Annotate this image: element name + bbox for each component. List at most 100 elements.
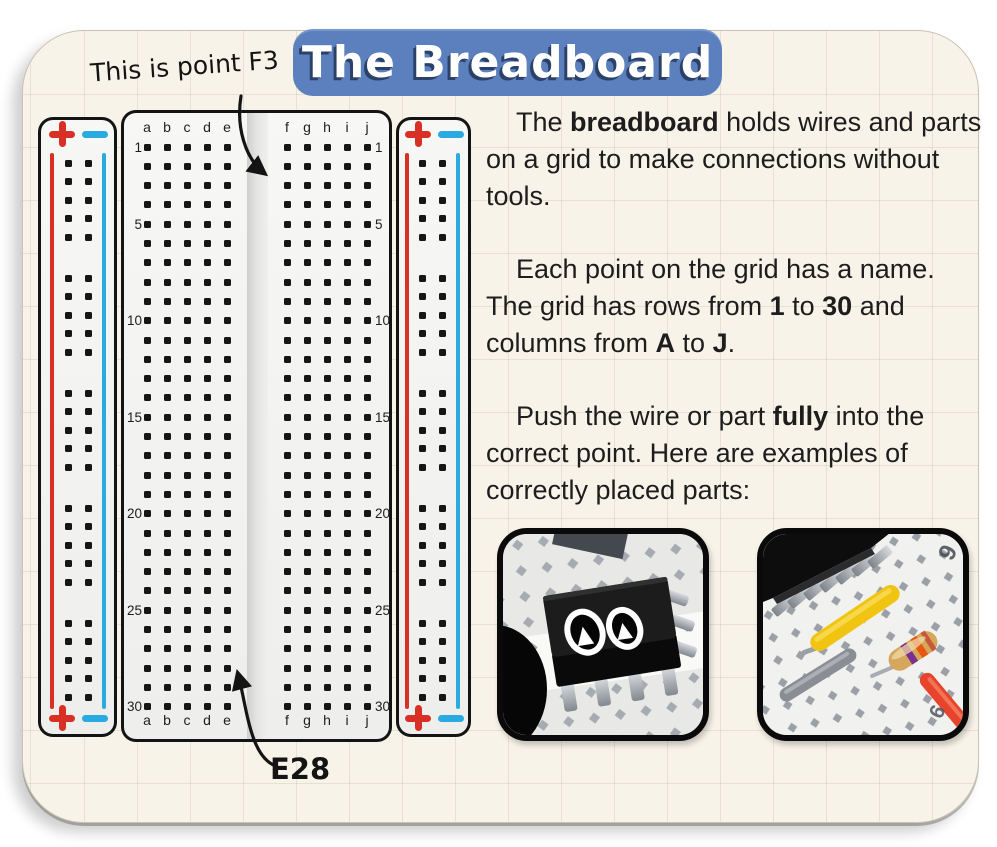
grid-hole xyxy=(343,664,351,672)
rail-hole xyxy=(418,389,426,397)
grid-hole xyxy=(143,490,151,498)
grid-hole xyxy=(323,201,331,209)
grid-hole xyxy=(223,182,231,190)
rail-hole xyxy=(418,445,426,452)
grid-hole xyxy=(223,278,231,286)
grid-hole xyxy=(223,201,231,209)
row-number-left-15: 15 xyxy=(126,409,142,425)
breadboard-right-power-rail xyxy=(396,117,471,737)
rail-hole xyxy=(64,178,72,185)
rail-hole xyxy=(438,408,446,415)
column-label-c: c xyxy=(183,119,191,135)
positive-rail-line xyxy=(50,153,54,709)
grid-hole xyxy=(343,201,351,209)
grid-hole xyxy=(203,394,211,402)
rail-hole xyxy=(64,504,72,512)
grid-hole xyxy=(283,220,291,228)
grid-hole xyxy=(343,510,351,518)
grid-hole xyxy=(323,471,331,479)
column-label-h: h xyxy=(323,712,331,728)
rail-hole xyxy=(438,293,446,300)
grid-hole xyxy=(343,375,351,383)
grid-hole xyxy=(343,433,351,440)
rail-hole xyxy=(64,215,72,222)
grid-hole xyxy=(203,413,211,421)
grid-hole xyxy=(303,201,311,209)
grid-hole xyxy=(203,259,211,267)
column-label-d: d xyxy=(203,119,211,135)
grid-hole xyxy=(303,645,311,653)
grid-hole xyxy=(163,645,171,653)
grid-hole xyxy=(323,355,331,363)
grid-hole xyxy=(183,375,191,383)
grid-hole xyxy=(303,664,311,672)
plus-symbol xyxy=(47,119,77,149)
grid-hole xyxy=(363,375,371,383)
grid-hole xyxy=(343,162,351,170)
minus-symbol xyxy=(82,130,108,138)
rail-hole xyxy=(418,523,426,530)
column-label-a: a xyxy=(143,119,151,135)
grid-hole xyxy=(203,626,211,633)
column-label-b: b xyxy=(163,712,171,728)
rail-hole xyxy=(64,656,72,664)
grid-hole xyxy=(323,259,331,267)
grid-hole xyxy=(283,278,291,286)
rail-hole xyxy=(64,638,72,645)
grid-hole xyxy=(363,240,371,247)
rail-hole xyxy=(64,523,72,530)
grid-hole xyxy=(343,529,351,537)
grid-hole xyxy=(163,143,171,151)
row-number-left-10: 10 xyxy=(126,313,142,329)
grid-hole xyxy=(143,510,151,518)
rail-hole xyxy=(438,274,446,282)
grid-hole xyxy=(163,683,171,691)
rail-hole xyxy=(418,274,426,282)
rail-hole xyxy=(84,638,92,645)
grid-hole xyxy=(363,452,371,460)
rail-hole xyxy=(418,408,426,415)
grid-hole xyxy=(323,510,331,518)
rail-hole xyxy=(84,348,92,356)
grid-hole xyxy=(183,297,191,305)
grid-hole xyxy=(223,162,231,170)
rail-hole xyxy=(84,233,92,241)
grid-hole xyxy=(163,413,171,421)
rail-hole xyxy=(84,656,92,664)
grid-hole xyxy=(323,703,331,711)
grid-hole xyxy=(143,259,151,267)
grid-hole xyxy=(343,606,351,614)
resistor xyxy=(870,630,938,678)
wires-photo-illustration: 9 6 xyxy=(763,534,963,735)
grid-hole xyxy=(343,336,351,344)
row-number-left-1: 1 xyxy=(134,139,142,155)
column-label-h: h xyxy=(323,119,331,135)
grid-hole xyxy=(203,606,211,614)
grid-hole xyxy=(303,510,311,518)
grid-hole xyxy=(203,162,211,170)
paragraph: Each point on the grid has a name. The g… xyxy=(486,254,935,358)
grid-hole xyxy=(283,259,291,267)
rail-hole xyxy=(418,560,426,567)
grid-hole xyxy=(303,683,311,691)
grid-hole xyxy=(323,413,331,421)
grid-hole xyxy=(283,182,291,190)
title-banner: The Breadboard xyxy=(293,29,722,96)
grid-hole xyxy=(343,626,351,633)
grid-hole xyxy=(323,568,331,576)
rail-hole xyxy=(438,463,446,471)
grid-hole xyxy=(143,394,151,402)
rail-hole xyxy=(84,293,92,300)
grid-hole xyxy=(283,336,291,344)
grid-hole xyxy=(203,297,211,305)
rail-hole xyxy=(84,560,92,567)
grid-hole xyxy=(343,394,351,402)
dip-chip-with-eyes xyxy=(542,576,697,712)
grid-hole xyxy=(203,143,211,151)
column-label-b: b xyxy=(163,119,171,135)
row-number-right-25: 25 xyxy=(375,602,391,618)
grid-hole xyxy=(323,297,331,305)
grid-hole xyxy=(223,413,231,421)
grid-hole xyxy=(223,240,231,247)
